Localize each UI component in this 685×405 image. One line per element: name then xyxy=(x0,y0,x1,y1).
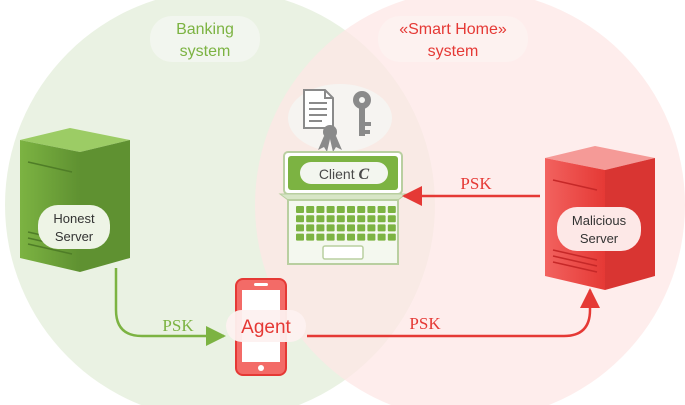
banking-title-line2: system xyxy=(180,43,231,60)
keyboard-key xyxy=(387,233,396,241)
keyboard-key xyxy=(296,233,304,241)
keyboard-key xyxy=(326,206,335,213)
agent-label: Agent xyxy=(241,317,291,338)
edge-malicious-to-client-label: PSK xyxy=(460,174,492,193)
keyboard-key xyxy=(367,233,376,241)
keyboard-key xyxy=(336,215,345,223)
client-credentials-bubble xyxy=(288,84,392,152)
keyboard-key xyxy=(336,224,345,232)
document-icon xyxy=(303,89,334,129)
malicious-server-label-pill xyxy=(557,207,641,251)
keyboard-key xyxy=(347,233,355,241)
keyboard-key xyxy=(357,233,366,241)
keyboard-key xyxy=(306,215,315,223)
keyboard-key xyxy=(377,215,386,223)
edge-agent-to-malicious xyxy=(307,288,600,338)
keyboard-key xyxy=(306,206,315,213)
honest-server xyxy=(20,128,130,272)
edge-agent-to-malicious-label: PSK xyxy=(409,314,441,333)
smarthome-title-pill xyxy=(378,16,528,62)
agent-label-pill xyxy=(226,310,306,342)
keyboard-key xyxy=(296,206,304,213)
keyboard-key xyxy=(326,215,335,223)
keyboard-key xyxy=(316,215,325,223)
honest-server-line2: Server xyxy=(55,229,94,244)
keyboard-key xyxy=(377,206,386,213)
keyboard-key xyxy=(347,206,355,213)
keyboard-key xyxy=(316,233,325,241)
keyboard-key xyxy=(296,224,304,232)
key-icon xyxy=(353,91,371,136)
keyboard-key xyxy=(326,233,335,241)
keyboard-key xyxy=(336,206,345,213)
keyboard-key xyxy=(347,215,355,223)
certificate-icon xyxy=(318,125,342,152)
keyboard-key xyxy=(326,224,335,232)
honest-server-label-pill xyxy=(38,205,110,249)
malicious-server-line2: Server xyxy=(580,231,619,246)
keyboard-key xyxy=(377,224,386,232)
keyboard-key xyxy=(347,224,355,232)
keyboard-key xyxy=(316,224,325,232)
keyboard-key xyxy=(357,206,366,213)
laptop-keyboard xyxy=(296,206,396,241)
banking-title-line1: Banking xyxy=(176,21,234,38)
keyboard-key xyxy=(387,224,396,232)
keyboard-key xyxy=(357,215,366,223)
client-label-pill xyxy=(300,162,388,184)
keyboard-key xyxy=(316,206,325,213)
smarthome-title-line2: system xyxy=(428,43,479,60)
keyboard-key xyxy=(367,206,376,213)
banking-title-pill xyxy=(150,16,260,62)
client-label: Client C xyxy=(319,166,370,183)
keyboard-key xyxy=(367,224,376,232)
edge-honest-to-agent-label: PSK xyxy=(162,316,194,335)
keyboard-key xyxy=(387,206,396,213)
keyboard-key xyxy=(377,233,386,241)
keyboard-key xyxy=(367,215,376,223)
edge-honest-to-agent xyxy=(114,268,226,346)
honest-server-line1: Honest xyxy=(53,211,95,226)
keyboard-key xyxy=(296,215,304,223)
malicious-server-line1: Malicious xyxy=(572,213,627,228)
keyboard-key xyxy=(306,233,315,241)
client-label-text: Client xyxy=(319,166,355,182)
keyboard-key xyxy=(357,224,366,232)
keyboard-key xyxy=(336,233,345,241)
client-symbol: C xyxy=(359,166,370,183)
keyboard-key xyxy=(387,215,396,223)
smarthome-title-line1: «Smart Home» xyxy=(399,21,507,38)
keyboard-key xyxy=(306,224,315,232)
